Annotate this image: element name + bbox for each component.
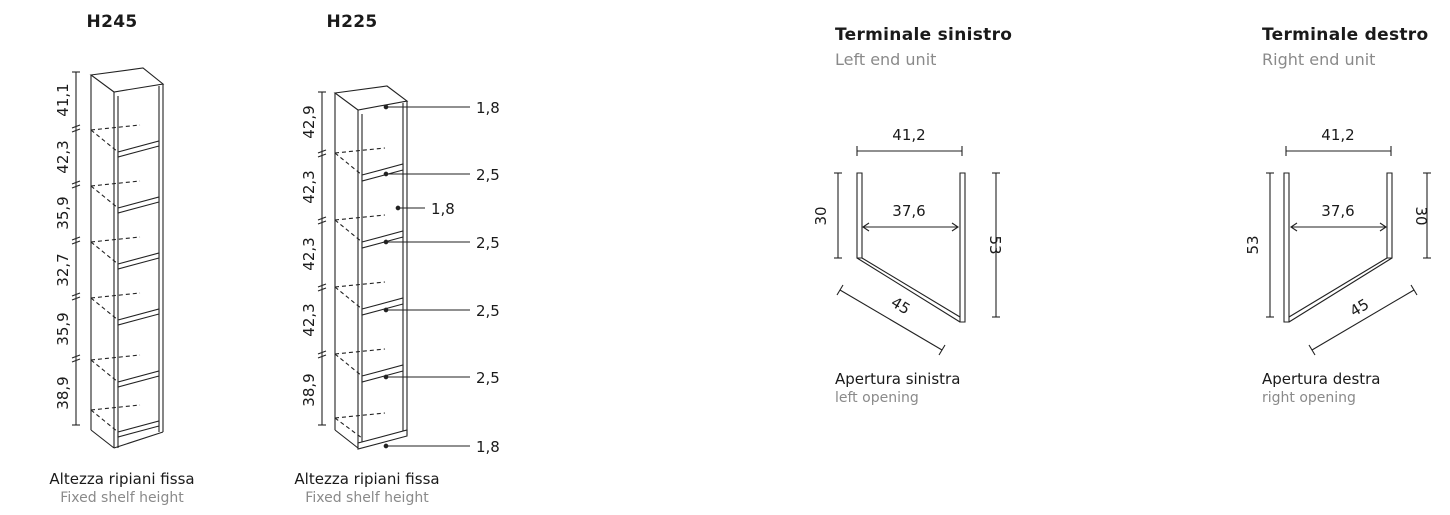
h225-dimension-line [317, 91, 327, 426]
h245-height-labels: 41,1 42,3 35,9 32,7 35,9 38,9 [54, 83, 72, 409]
h225-caption-en: Fixed shelf height [305, 490, 429, 506]
h245-bookcase [89, 67, 165, 449]
right-inner-width-label: 37,6 [1321, 202, 1354, 220]
left-inner-width-label: 37,6 [892, 202, 925, 220]
h245-height-5: 35,9 [54, 312, 72, 345]
h225-height-4: 42,3 [300, 303, 318, 336]
left-end-title: Terminale sinistro [835, 25, 1013, 45]
h225-title: H225 [326, 12, 378, 32]
h225-shelves [361, 163, 404, 383]
right-opening-caption-en: right opening [1262, 390, 1356, 406]
thickness-label-2: 2,5 [476, 166, 500, 184]
h245-caption-en: Fixed shelf height [60, 490, 184, 506]
left-end-plan [834, 146, 1000, 356]
right-end-plan [1266, 146, 1431, 356]
right-width-label: 41,2 [1321, 126, 1354, 144]
left-end-subtitle: Left end unit [835, 50, 937, 69]
h225-height-1: 42,9 [300, 105, 318, 138]
h225-bookcase [333, 85, 409, 450]
thickness-label-4: 2,5 [476, 234, 500, 252]
h245-caption-it: Altezza ripiani fissa [49, 470, 195, 488]
right-opening-caption-it: Apertura destra [1262, 370, 1381, 388]
right-end-title: Terminale destro [1262, 25, 1429, 45]
left-opening-caption-en: left opening [835, 390, 919, 406]
h245-height-4: 32,7 [54, 253, 72, 286]
right-short-side-label: 30 [1412, 206, 1430, 225]
right-long-side-label: 53 [1244, 235, 1262, 254]
h245-height-3: 35,9 [54, 196, 72, 229]
thickness-label-5: 2,5 [476, 302, 500, 320]
h245-dimension-line [71, 71, 81, 426]
h225-thickness-leaders [383, 104, 470, 449]
h225-height-2: 42,3 [300, 170, 318, 203]
h225-height-3: 42,3 [300, 237, 318, 270]
right-end-labels: 41,2 37,6 53 30 45 [1244, 126, 1430, 320]
h245-shelves [117, 140, 160, 438]
h225-height-5: 38,9 [300, 373, 318, 406]
h225-thickness-labels: 1,8 2,5 1,8 2,5 2,5 2,5 1,8 [431, 99, 500, 456]
h245-height-6: 38,9 [54, 376, 72, 409]
thickness-label-7: 1,8 [476, 438, 500, 456]
left-diagonal-label: 45 [888, 293, 914, 318]
h225-caption-it: Altezza ripiani fissa [294, 470, 440, 488]
left-opening-caption-it: Apertura sinistra [835, 370, 961, 388]
h225-height-labels: 42,9 42,3 42,3 42,3 38,9 [300, 105, 318, 406]
thickness-label-6: 2,5 [476, 369, 500, 387]
thickness-label-3: 1,8 [431, 200, 455, 218]
left-width-label: 41,2 [892, 126, 925, 144]
h245-height-1: 41,1 [54, 83, 72, 116]
left-short-side-label: 30 [812, 206, 830, 225]
thickness-label-1: 1,8 [476, 99, 500, 117]
right-end-subtitle: Right end unit [1262, 50, 1376, 69]
h245-height-2: 42,3 [54, 140, 72, 173]
left-long-side-label: 53 [986, 235, 1004, 254]
h245-title: H245 [86, 12, 138, 32]
